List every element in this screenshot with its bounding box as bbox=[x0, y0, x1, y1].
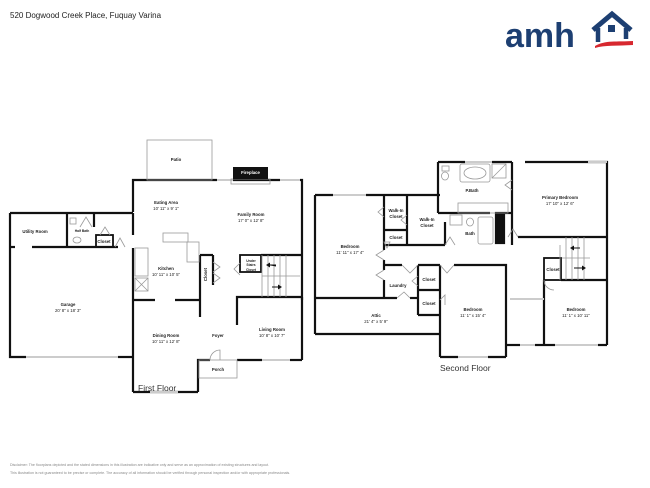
room-closet-laundry-1: Closet bbox=[422, 277, 435, 283]
room-name: Closet bbox=[546, 267, 560, 272]
room-name: Primary Bedroom bbox=[541, 195, 579, 200]
room-closet-foyer: Closet bbox=[203, 267, 209, 282]
house-roof-icon bbox=[591, 10, 633, 48]
room-name: Closet bbox=[97, 239, 111, 244]
room-name: Bedroom bbox=[566, 307, 586, 312]
room-dims: 11' 11" x 17' 4" bbox=[336, 249, 364, 255]
room-dims: 11' 1" x 15' 4" bbox=[460, 312, 486, 318]
room-name: Family Room bbox=[237, 212, 265, 217]
room-name: Living Room bbox=[258, 327, 286, 332]
room-patio: Patio bbox=[171, 157, 182, 163]
room-name: Utility Room bbox=[22, 229, 48, 234]
room-closet-laundry-2: Closet bbox=[422, 301, 435, 307]
room-name: Eating Area bbox=[154, 200, 178, 205]
second-floor-title: Second Floor bbox=[440, 363, 491, 373]
disclaimer-line-2: This illustration is not guaranteed to b… bbox=[10, 471, 291, 475]
room-name: Bedroom bbox=[463, 307, 483, 312]
room-dims: 17' 0" x 12' 8" bbox=[238, 217, 264, 223]
room-dims: 20' 8" x 18' 3" bbox=[55, 307, 81, 313]
room-dims: 10' 8" x 10' 7" bbox=[259, 332, 285, 338]
room-dims: 10' 11" x 9' 1" bbox=[153, 205, 179, 211]
room-utility: Utility Room bbox=[22, 229, 47, 235]
room-name: Attic bbox=[371, 313, 381, 318]
room-pbath: P.Bath bbox=[465, 188, 478, 194]
room-name: Porch bbox=[211, 367, 225, 372]
room-dims: 10' 11" x 12' 8" bbox=[151, 338, 181, 344]
room-name: Under Stairs Closet bbox=[245, 259, 257, 272]
property-address: 520 Dogwood Creek Place, Fuquay Varina bbox=[10, 11, 162, 20]
room-name: Patio bbox=[170, 157, 182, 162]
room-name: Half Bath bbox=[74, 229, 90, 233]
room-name: Garage bbox=[60, 302, 76, 307]
room-name: Foyer bbox=[212, 333, 224, 338]
room-closet-right: Closet bbox=[546, 267, 559, 273]
room-name: Bath bbox=[465, 231, 475, 236]
room-closet-hall: Closet bbox=[389, 235, 402, 241]
room-fireplace: Fireplace bbox=[233, 167, 268, 179]
room-name: Walk-In Closet bbox=[419, 217, 435, 228]
room-laundry: Laundry bbox=[390, 283, 407, 289]
room-name: Dining Room bbox=[152, 333, 180, 338]
room-dims: 10' 11" x 10' 5" bbox=[151, 271, 181, 277]
room-walk-in-closet-1: Walk-In Closet bbox=[387, 208, 405, 220]
room-name: Closet bbox=[389, 235, 403, 240]
room-bath: Bath bbox=[465, 231, 475, 237]
room-name: Walk-In Closet bbox=[388, 208, 404, 219]
room-name: P.Bath bbox=[465, 188, 479, 193]
room-under-stairs-closet: Under Stairs Closet bbox=[242, 259, 260, 272]
room-name: Kitchen bbox=[158, 266, 174, 271]
amh-logo: amh bbox=[505, 10, 633, 53]
room-foyer: Foyer bbox=[212, 333, 224, 339]
room-name: Closet bbox=[422, 277, 436, 282]
room-walk-in-closet-2: Walk-In Closet bbox=[418, 217, 436, 229]
room-dims: 17' 10" x 12' 6" bbox=[545, 200, 575, 206]
room-dims: 21' 4" x 5' 9" bbox=[364, 318, 388, 324]
first-floor-title: First Floor bbox=[138, 383, 177, 393]
room-closet-utility: Closet bbox=[97, 239, 110, 245]
room-dims: 11' 1" x 10' 11" bbox=[562, 312, 590, 318]
logo-text: amh bbox=[505, 17, 575, 53]
room-half-bath: Half Bath bbox=[75, 229, 89, 233]
room-porch: Porch bbox=[212, 367, 224, 373]
room-name: Closet bbox=[422, 301, 436, 306]
disclaimer-line-1: Disclaimer: The floorplans depicted and … bbox=[10, 463, 270, 467]
room-name: Bedroom bbox=[340, 244, 360, 249]
room-name: Laundry bbox=[389, 283, 407, 288]
